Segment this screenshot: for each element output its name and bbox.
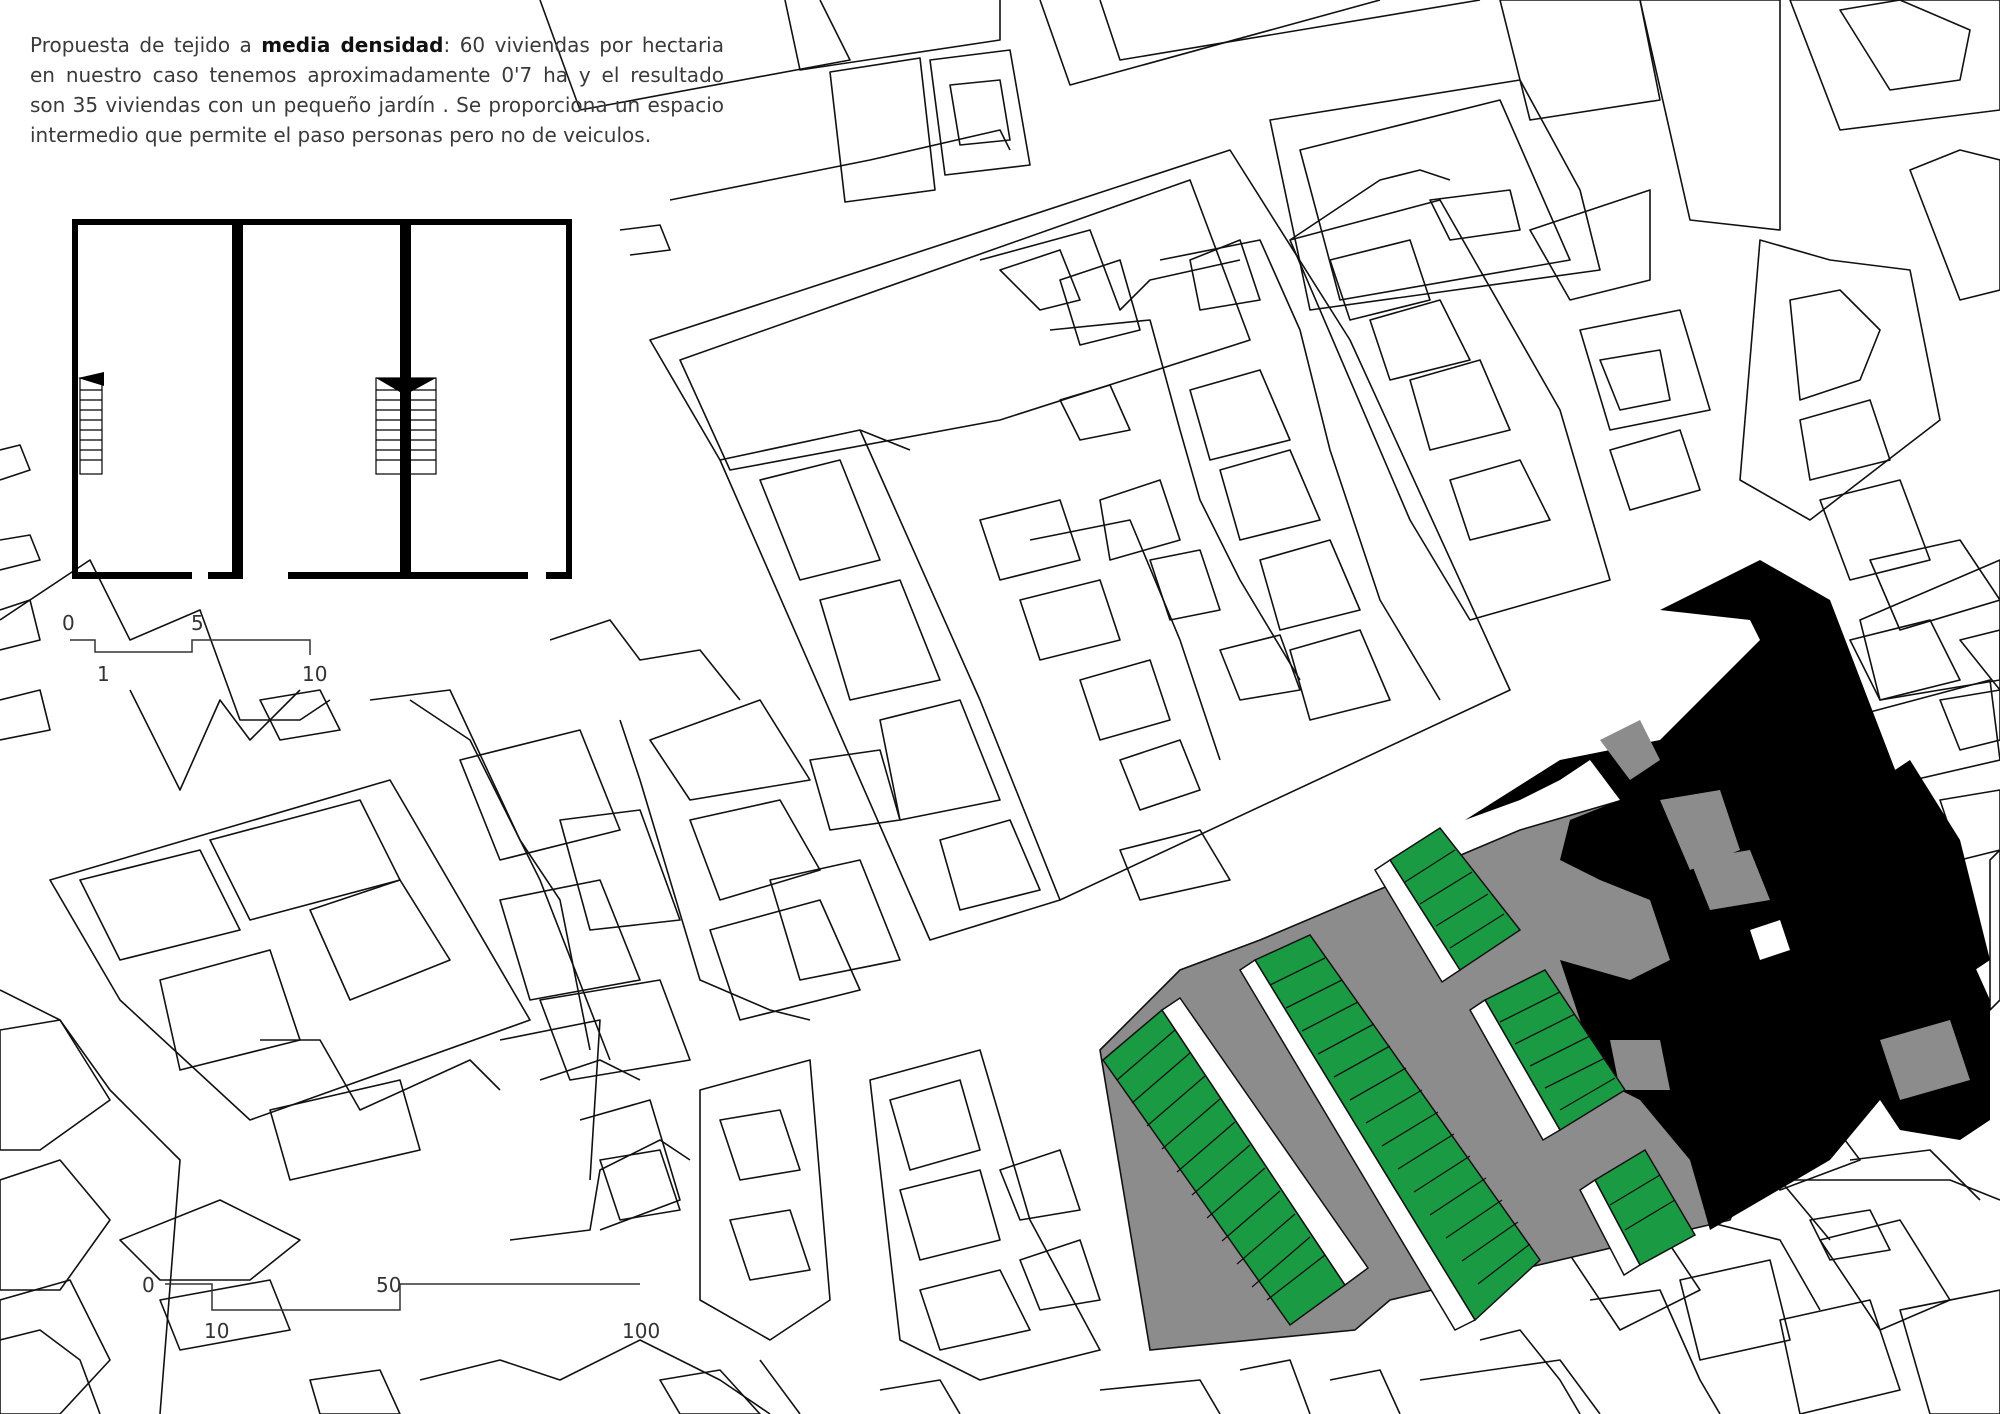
description-lead: Propuesta de tejido a: [30, 33, 262, 57]
map-scale-tick: 50: [376, 1273, 401, 1297]
stairs: [79, 377, 437, 475]
map-scale-tick: 100: [622, 1319, 660, 1343]
plan-scale-tick: 0: [62, 611, 75, 635]
plan-scale-tick: 1: [97, 662, 110, 686]
map-scale-tick: 0: [142, 1273, 155, 1297]
plan-scale-tick: 5: [191, 611, 204, 635]
map-scale-tick: 10: [204, 1319, 229, 1343]
description-highlight: media densidad: [261, 33, 444, 57]
unit-floor-plan: [72, 219, 572, 579]
existing-buildings-right: [1730, 760, 1990, 1060]
plan-scale-tick: 10: [302, 662, 327, 686]
lot-dividers: [1116, 849, 1676, 1301]
plan-scale-bar: 0 5 1 10: [62, 611, 327, 686]
description-text: Propuesta de tejido a media densidad: 60…: [30, 30, 724, 150]
map-scale-bar: 0 50 10 100: [142, 1273, 660, 1343]
description-body: : 60 viviendas por hectaria en nuestro c…: [30, 33, 724, 147]
